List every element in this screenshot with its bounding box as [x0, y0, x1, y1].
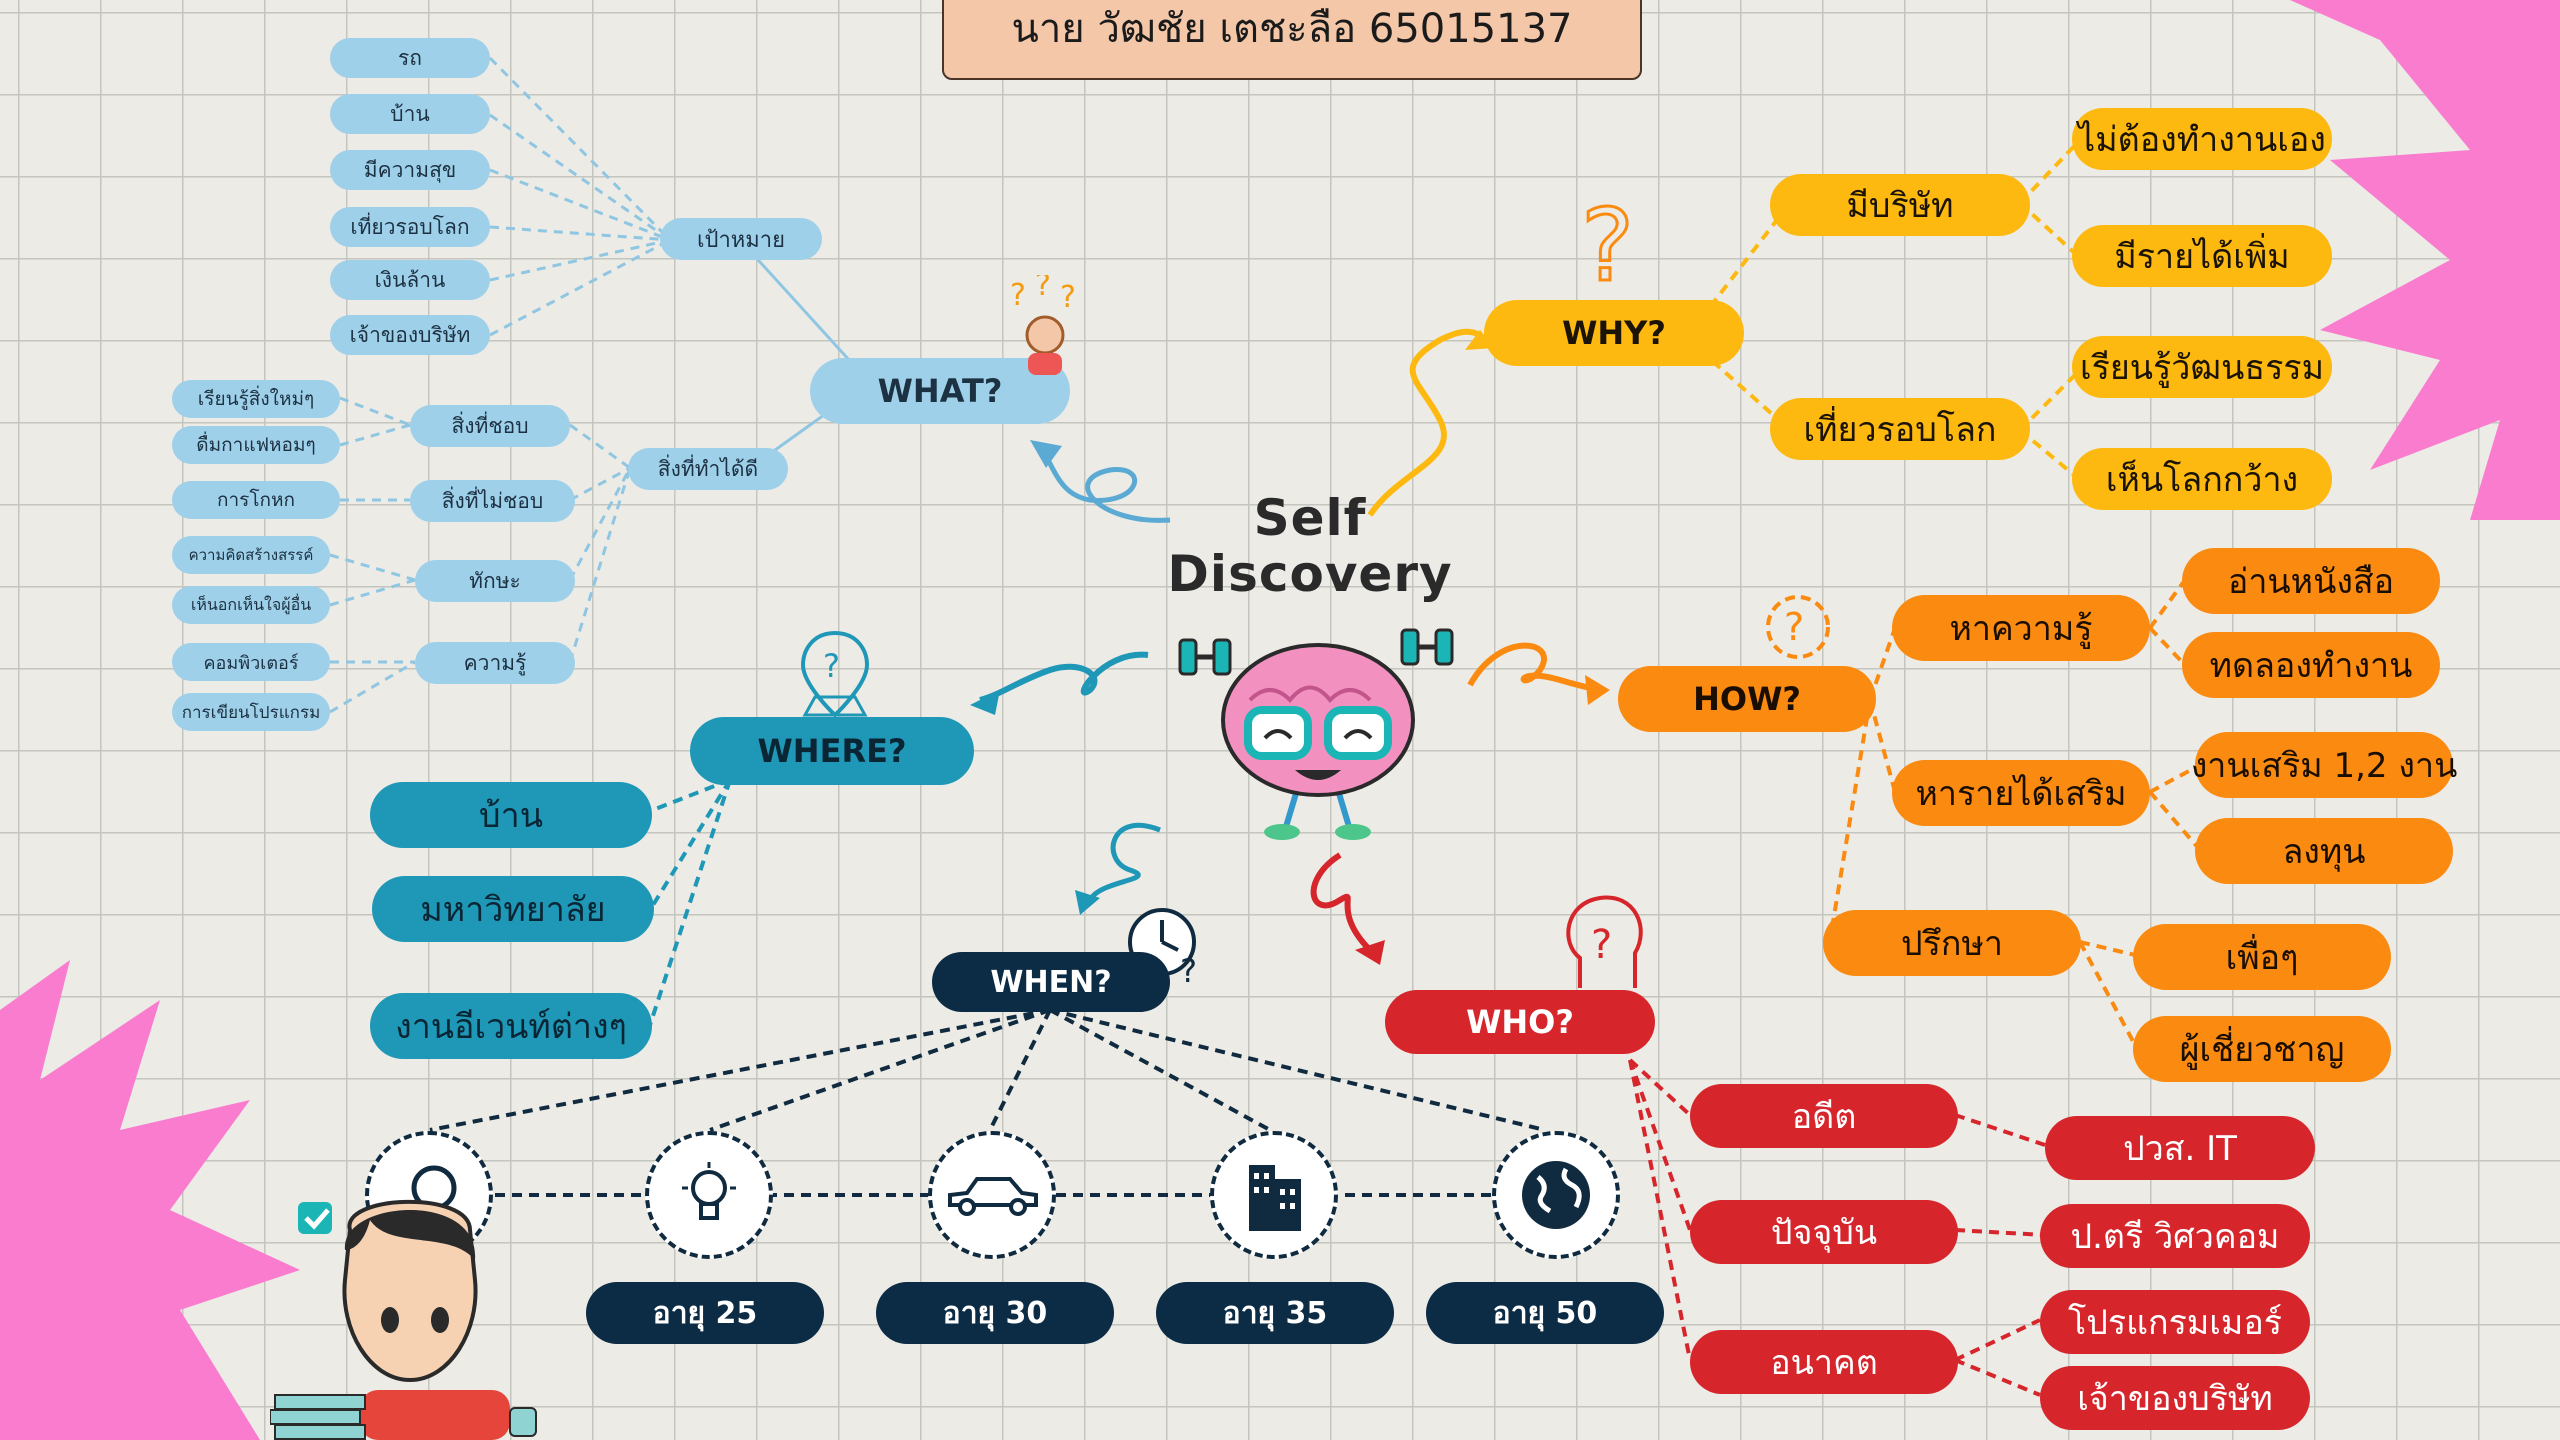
when-age-item[interactable]: อายุ 50: [1426, 1282, 1664, 1344]
why-travel-item[interactable]: เห็นโลกกว้าง: [2072, 448, 2332, 510]
who-present-value[interactable]: ป.ตรี วิศวคอม: [2040, 1204, 2310, 1268]
arrow-to-why: [1367, 328, 1482, 517]
dislikes-node[interactable]: สิ่งที่ไม่ชอบ: [410, 480, 575, 522]
question-mark-icon: ?: [1580, 190, 1636, 300]
arrow-to-where: [979, 651, 1149, 703]
center-title-line2: Discovery: [1167, 545, 1453, 603]
knowledge-item[interactable]: การเขียนโปรแกรม: [172, 693, 330, 731]
svg-text:?: ?: [1180, 952, 1197, 990]
dislikes-item[interactable]: การโกหก: [172, 481, 340, 519]
skills-node[interactable]: ทักษะ: [415, 560, 575, 602]
lightbulb-icon: [682, 1162, 736, 1220]
who-future-item[interactable]: เจ้าของบริษัท: [2040, 1366, 2310, 1430]
location-pin-icon: ?: [800, 630, 870, 718]
skills-item[interactable]: ความคิดสร้างสรรค์: [172, 536, 330, 574]
how-consult-item[interactable]: ผู้เชี่ยวชาญ: [2133, 1016, 2391, 1082]
who-past-value[interactable]: ปวส. IT: [2045, 1116, 2315, 1180]
goal-item[interactable]: บ้าน: [330, 94, 490, 134]
likes-item[interactable]: เรียนรู้สิ่งใหม่ๆ: [172, 380, 340, 418]
pink-splash-bottom-left: [0, 960, 300, 1440]
likes-node[interactable]: สิ่งที่ชอบ: [410, 405, 570, 447]
when-age-item[interactable]: อายุ 25: [586, 1282, 824, 1344]
globe-icon: [1522, 1161, 1590, 1229]
building-icon: [1249, 1165, 1301, 1231]
svg-text:?: ?: [1060, 280, 1076, 315]
arrow-to-who: [1310, 852, 1373, 953]
who-present-node[interactable]: ปัจจุบัน: [1690, 1200, 1958, 1264]
goal-item[interactable]: เงินล้าน: [330, 260, 490, 300]
svg-text:?: ?: [1591, 922, 1612, 968]
where-node[interactable]: WHERE?: [690, 717, 974, 785]
what-can-do-node[interactable]: สิ่งที่ทำได้ดี: [628, 448, 788, 490]
where-item[interactable]: งานอีเวนท์ต่างๆ: [370, 993, 652, 1059]
how-income-item[interactable]: ลงทุน: [2195, 818, 2453, 884]
svg-text:?: ?: [823, 647, 840, 685]
knowledge-item[interactable]: คอมพิวเตอร์: [172, 643, 330, 681]
how-consult-node[interactable]: ปรึกษา: [1823, 910, 2081, 976]
what-node[interactable]: WHAT?: [810, 358, 1070, 424]
how-income-item[interactable]: งานเสริม 1,2 งาน: [2191, 732, 2457, 798]
svg-text:?: ?: [1581, 190, 1634, 300]
how-knowledge-node[interactable]: หาความรู้: [1892, 595, 2150, 661]
center-title-line1: Self: [1253, 489, 1367, 547]
where-item[interactable]: มหาวิทยาลัย: [372, 876, 654, 942]
center-title: Self Discovery: [1150, 490, 1470, 602]
what-goal-node[interactable]: เป้าหมาย: [660, 218, 822, 260]
why-company-item[interactable]: ไม่ต้องทำงานเอง: [2072, 108, 2332, 170]
who-future-node[interactable]: อนาคต: [1690, 1330, 1958, 1394]
when-age-item[interactable]: อายุ 30: [876, 1282, 1114, 1344]
why-node[interactable]: WHY?: [1484, 300, 1744, 366]
goal-item[interactable]: เจ้าของบริษัท: [330, 315, 490, 355]
likes-item[interactable]: ดื่มกาแฟหอมๆ: [172, 426, 340, 464]
svg-text:?: ?: [1784, 605, 1804, 649]
how-knowledge-item[interactable]: อ่านหนังสือ: [2182, 548, 2440, 614]
why-travel-item[interactable]: เรียนรู้วัฒนธรรม: [2072, 336, 2332, 398]
pink-splash-top-right: [2290, 0, 2560, 520]
when-icon-circle: [645, 1131, 773, 1259]
knowledge-node[interactable]: ความรู้: [415, 642, 575, 684]
arrow-to-what: [1037, 443, 1171, 523]
gear-question-icon: ?: [1766, 595, 1830, 659]
svg-text:?: ?: [1035, 275, 1051, 303]
who-node[interactable]: WHO?: [1385, 990, 1655, 1054]
goal-item[interactable]: รถ: [330, 38, 490, 78]
how-node[interactable]: HOW?: [1618, 666, 1876, 732]
when-icon-circle: [1210, 1131, 1338, 1259]
when-age-item[interactable]: อายุ 35: [1156, 1282, 1394, 1344]
student-character-icon: [270, 1199, 537, 1440]
skills-item[interactable]: เห็นอกเห็นใจผู้อื่น: [172, 586, 330, 624]
arrow-to-when: [1087, 822, 1161, 902]
svg-text:?: ?: [1010, 278, 1026, 313]
how-income-node[interactable]: หารายได้เสริม: [1892, 760, 2150, 826]
goal-item[interactable]: เที่ยวรอบโลก: [330, 207, 490, 247]
when-icon-circle: [928, 1131, 1056, 1259]
page-title: นาย วัฒชัย เตชะลือ 65015137: [942, 0, 1642, 80]
question-girl-icon: ? ? ?: [1010, 275, 1076, 375]
car-icon: [948, 1177, 1038, 1216]
when-icon-circle: [1492, 1131, 1620, 1259]
who-future-item[interactable]: โปรแกรมเมอร์: [2040, 1290, 2310, 1354]
how-consult-item[interactable]: เพื่อๆ: [2133, 924, 2391, 990]
goal-item[interactable]: มีความสุข: [330, 150, 490, 190]
where-item[interactable]: บ้าน: [370, 782, 652, 848]
who-past-node[interactable]: อดีต: [1690, 1084, 1958, 1148]
why-travel-node[interactable]: เที่ยวรอบโลก: [1770, 398, 2030, 460]
why-company-node[interactable]: มีบริษัท: [1770, 174, 2030, 236]
head-question-icon: ?: [1566, 895, 1643, 988]
when-node[interactable]: WHEN?: [932, 952, 1170, 1012]
brain-mascot-icon: [1178, 628, 1454, 840]
why-company-item[interactable]: มีรายได้เพิ่ม: [2072, 225, 2332, 287]
how-knowledge-item[interactable]: ทดลองทำงาน: [2182, 632, 2440, 698]
arrow-to-how: [1467, 642, 1601, 693]
